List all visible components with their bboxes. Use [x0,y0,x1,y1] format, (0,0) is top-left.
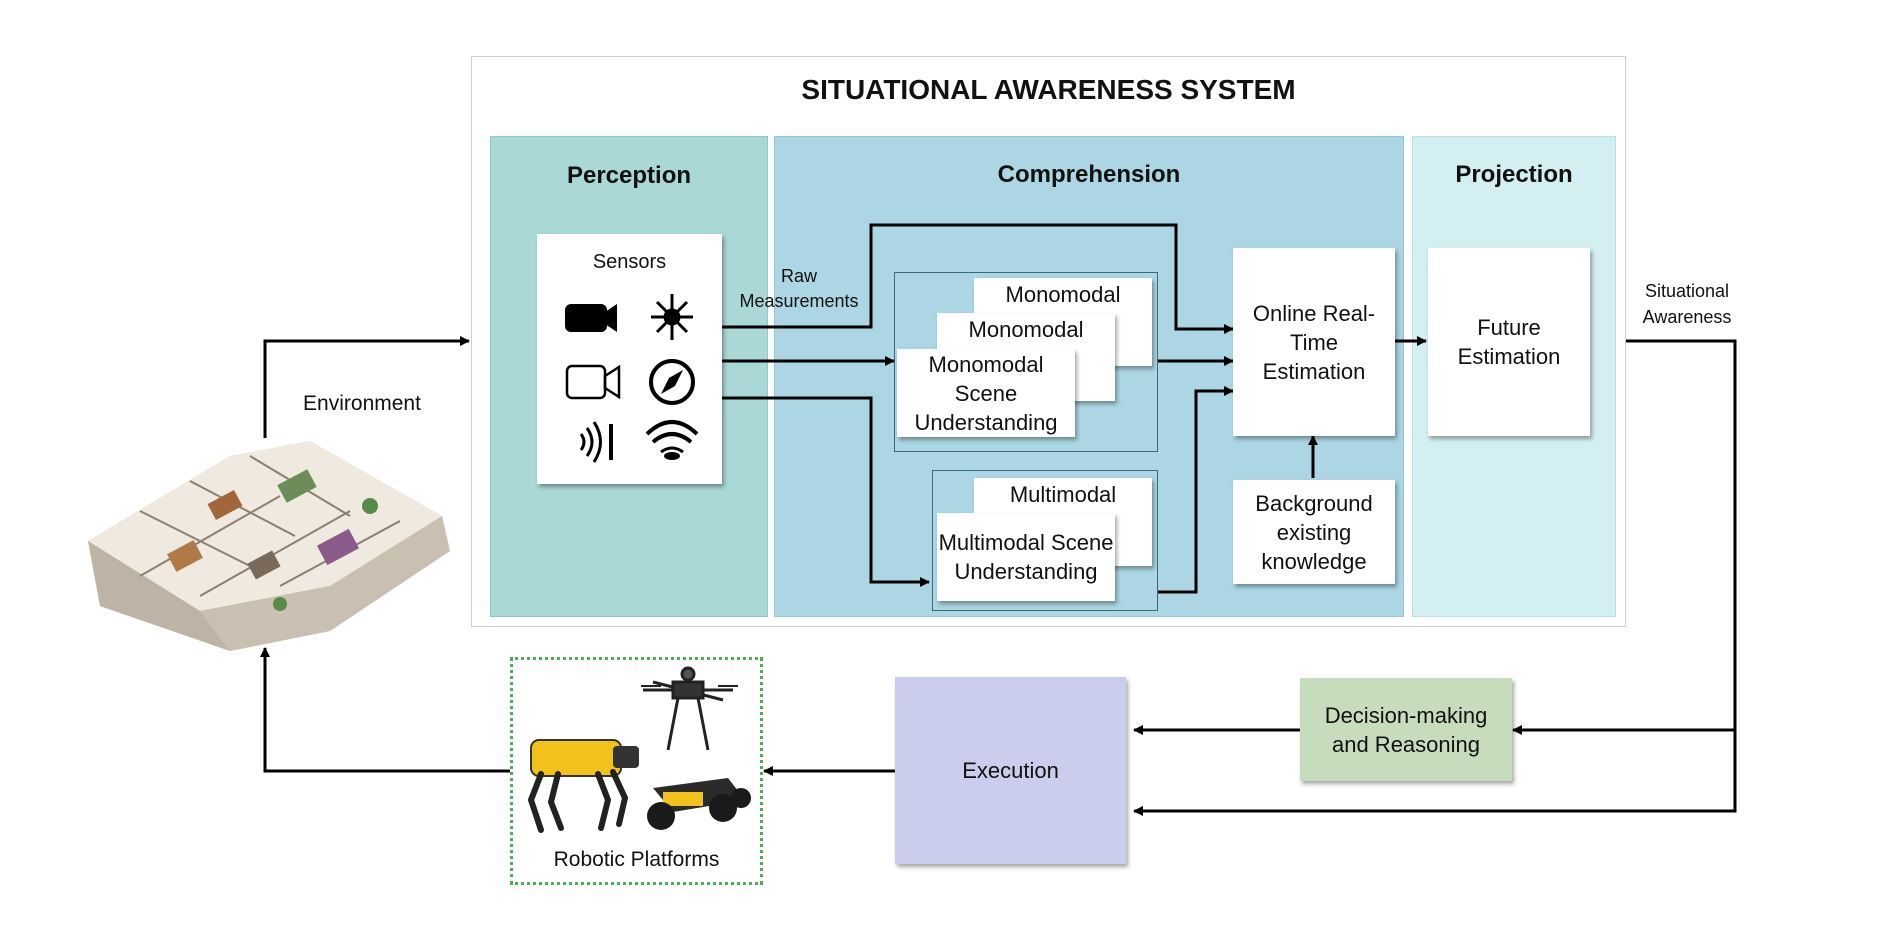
robots-image [527,666,751,833]
background-knowledge-box: Background existing knowledge [1233,480,1395,584]
online-real-time-estimation-box: Online Real-Time Estimation [1233,248,1395,436]
monomodal-scene-understanding-card: Monomodal Scene Understanding [897,349,1075,437]
robotic-platforms-box: Robotic Platforms [510,657,763,885]
sensors-box: Sensors [537,234,722,484]
rfid-icon [579,421,613,463]
raw-measurements-label: Raw Measurements [739,266,859,311]
camera-icon [565,304,617,332]
situational-awareness-label: Situational Awareness [1642,281,1732,327]
environment-floorplan-image [88,441,450,651]
robotic-platforms-label: Robotic Platforms [553,848,720,871]
lidar-icon [651,294,693,340]
execution-box: Execution [895,677,1126,864]
quadruped-robot-icon [527,739,639,833]
wheeled-robot-icon [647,778,751,830]
drone-icon [641,666,738,751]
perception-title: Perception [566,162,692,189]
wifi-eye-icon [645,420,699,460]
multimodal-group-frame [932,470,1158,611]
projection-title: Projection [1455,161,1573,188]
compass-icon [649,359,695,405]
decision-making-box: Decision-making and Reasoning [1300,678,1512,781]
system-title: SITUATIONAL AWARENESS SYSTEM [801,74,1296,105]
sensor-icons [565,294,699,463]
environment-label: Environment [303,392,421,415]
sensors-label: Sensors [592,251,667,273]
multimodal-scene-understanding-card: Multimodal Scene Understanding [937,513,1115,601]
video-camera-icon [565,364,621,400]
future-estimation-box: Future Estimation [1428,248,1590,436]
comprehension-title: Comprehension [997,161,1181,188]
